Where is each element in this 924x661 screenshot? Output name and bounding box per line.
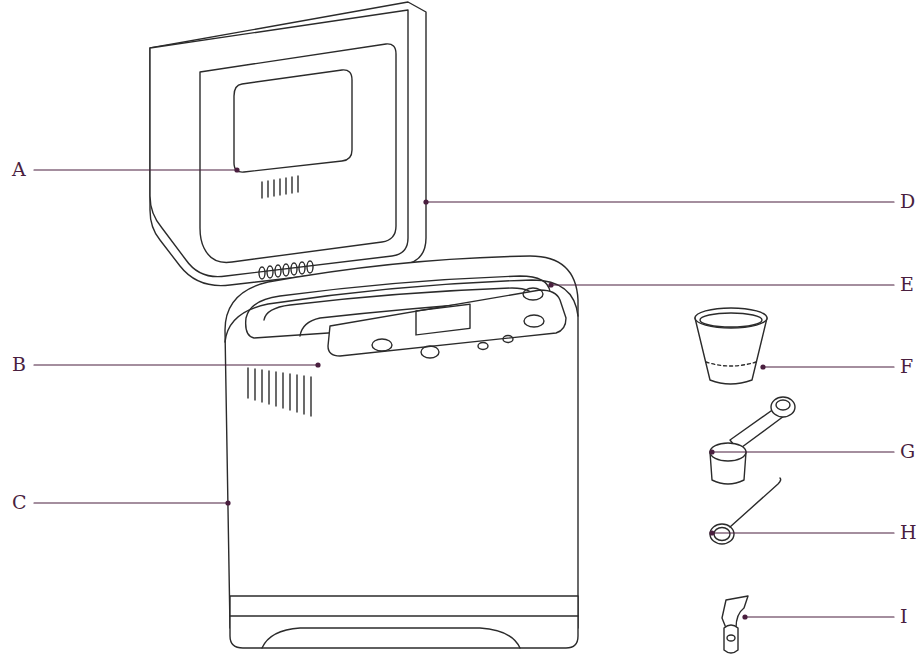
leader-dot	[548, 282, 553, 287]
vent	[275, 372, 276, 406]
lid-front	[150, 10, 408, 277]
callout-letter: A	[12, 160, 26, 179]
lid-back	[150, 2, 426, 286]
lid	[150, 2, 426, 286]
vent	[261, 370, 262, 402]
cup-inner-rim	[700, 313, 762, 327]
vent	[261, 182, 262, 198]
base	[230, 596, 578, 648]
body	[225, 256, 578, 648]
leader-dot	[234, 167, 239, 172]
hook-shaft	[730, 478, 781, 527]
hook-ring	[710, 524, 734, 544]
hinge-coil	[267, 266, 273, 278]
lid-vents	[262, 176, 298, 198]
hinge-coil	[283, 264, 289, 276]
foot-cutout	[262, 628, 520, 648]
body-outline	[225, 256, 578, 628]
callout-letter: H	[900, 523, 917, 542]
cup-rim	[695, 308, 767, 328]
paddle-hole	[727, 635, 735, 641]
vent	[310, 377, 311, 416]
leader-dot	[742, 614, 747, 619]
vent	[247, 368, 248, 398]
hook-ring-inner	[714, 528, 730, 541]
vent	[291, 177, 292, 193]
leader-dot	[423, 199, 428, 204]
button	[372, 339, 392, 351]
callout-letter: E	[900, 275, 914, 294]
leader-line	[426, 201, 894, 202]
button	[523, 288, 543, 300]
cup-mark	[706, 362, 756, 366]
leader-line	[745, 616, 894, 617]
vent	[254, 369, 255, 400]
button	[524, 315, 544, 327]
lid-inner	[200, 44, 396, 263]
vent	[268, 371, 269, 404]
leader-line	[551, 284, 894, 285]
hinge-coil	[291, 263, 297, 275]
display	[416, 304, 470, 335]
body-vents	[248, 368, 311, 416]
leader-dot	[709, 449, 714, 454]
vent	[297, 176, 298, 192]
button	[478, 343, 488, 350]
vent	[285, 178, 286, 194]
leader-line	[763, 366, 894, 367]
measuring-spoon	[710, 397, 795, 484]
leader-dot	[760, 364, 765, 369]
vent	[303, 376, 304, 414]
leader-line	[712, 532, 894, 533]
leader-line	[712, 451, 894, 452]
callout-letter: B	[12, 355, 26, 374]
hinge-coil	[259, 267, 265, 279]
hinge-coil	[307, 261, 313, 273]
callout-letter: D	[900, 192, 915, 211]
vent	[267, 181, 268, 197]
hinge-coil	[275, 265, 281, 277]
kneading-paddle	[722, 596, 748, 653]
vent	[279, 179, 280, 195]
lid-window	[234, 70, 352, 172]
leader-dot	[709, 530, 714, 535]
leader-line	[34, 169, 237, 170]
button	[503, 336, 513, 343]
base-line	[230, 615, 578, 616]
button	[421, 346, 439, 358]
paddle-hub	[724, 625, 738, 653]
hinge-coil	[299, 262, 305, 274]
leader-dot	[225, 500, 230, 505]
callout-letter: F	[900, 357, 913, 376]
vent	[273, 180, 274, 196]
hook-tool	[710, 478, 781, 544]
callout-letter: I	[900, 607, 908, 626]
vent	[282, 373, 283, 408]
spoon-small-inner	[776, 400, 790, 410]
paddle-blade	[722, 596, 748, 628]
callout-letter: G	[900, 442, 915, 461]
leader-line	[34, 364, 318, 365]
vent	[289, 374, 290, 410]
vent	[296, 375, 297, 412]
measuring-cup	[695, 308, 767, 384]
leader-lines	[34, 170, 894, 617]
spoon-small-scoop	[771, 397, 795, 417]
callout-letter: C	[12, 493, 27, 512]
leader-dot	[315, 362, 320, 367]
leader-dots	[225, 167, 765, 619]
leader-line	[34, 502, 228, 503]
